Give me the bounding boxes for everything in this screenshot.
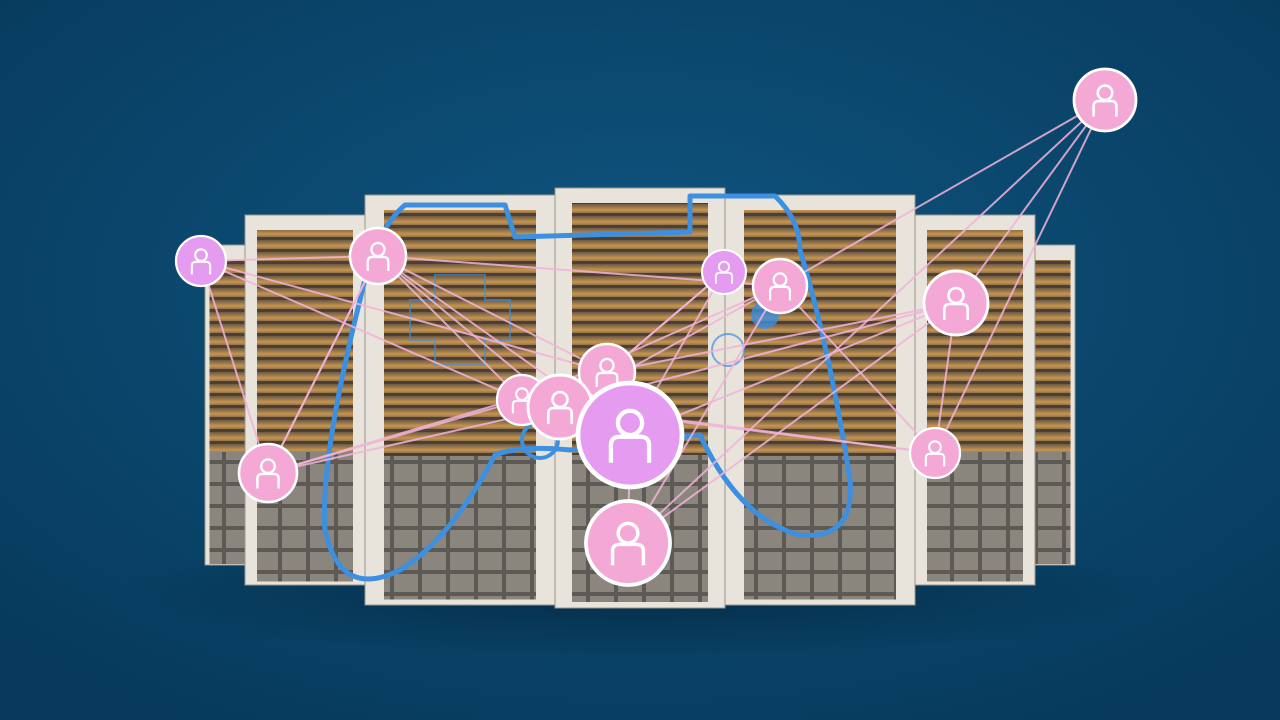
- network-link: [779, 99, 1106, 287]
- person-icon: [908, 426, 962, 480]
- person-icon: [751, 257, 809, 315]
- network-link: [779, 285, 936, 454]
- person-icon: [922, 269, 990, 337]
- person-icon: [1072, 67, 1138, 133]
- network-link: [200, 260, 608, 373]
- network-link: [200, 255, 379, 262]
- person-icon: [575, 380, 685, 490]
- network-links: [200, 99, 1106, 544]
- network-link: [200, 260, 269, 474]
- network-link: [606, 302, 957, 373]
- network-link: [377, 255, 608, 373]
- network-link: [955, 99, 1106, 304]
- server-rack: [1029, 244, 1076, 566]
- network-link: [629, 302, 957, 436]
- person-icon: [526, 373, 594, 441]
- network-link: [627, 285, 781, 544]
- person-icon: [584, 499, 672, 587]
- network-link: [267, 255, 379, 474]
- network-link: [934, 99, 1106, 454]
- person-icon: [174, 234, 228, 288]
- network-link: [627, 302, 957, 544]
- server-rack: [914, 214, 1036, 586]
- network-link: [377, 255, 523, 401]
- network-link: [267, 399, 523, 474]
- person-icon: [237, 442, 299, 504]
- person-icon: [701, 249, 747, 295]
- network-link: [200, 260, 523, 401]
- person-icon: [348, 226, 408, 286]
- network-nodes: [174, 67, 1138, 587]
